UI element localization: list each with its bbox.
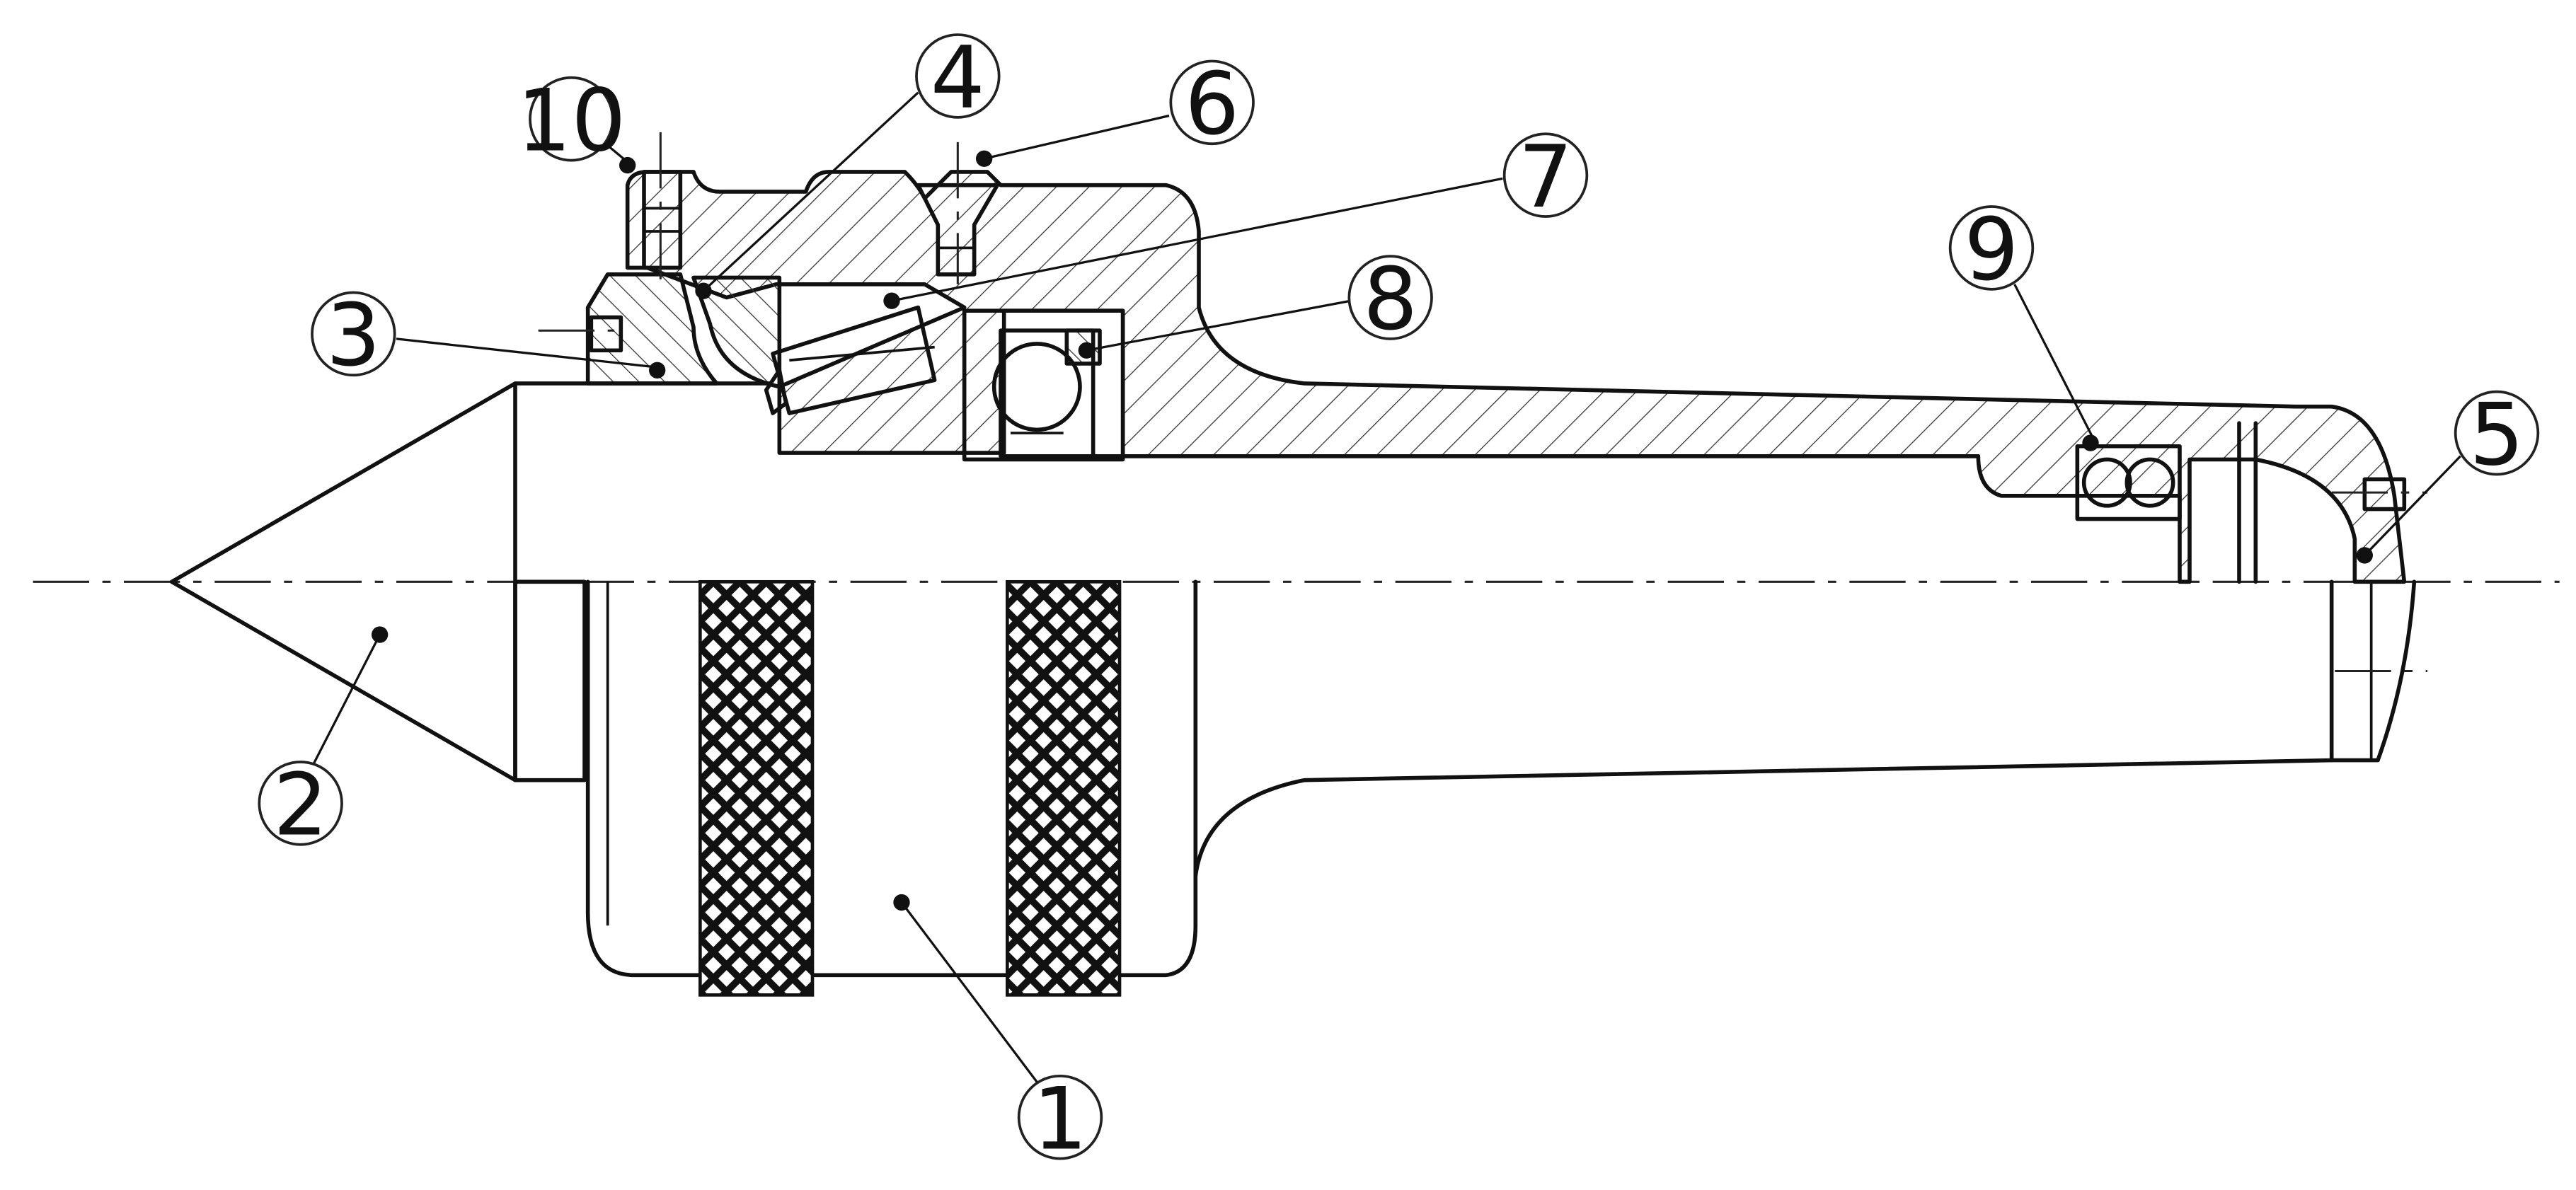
callout-6: 6 [1169, 54, 1255, 154]
callout-6-label: 6 [1185, 54, 1239, 154]
knurl-band-left [698, 579, 815, 997]
callout-2: 2 [258, 755, 343, 855]
bearing-ball [991, 342, 1082, 432]
callout-8: 8 [1347, 249, 1433, 350]
callout-5: 5 [2454, 384, 2540, 485]
set-screw-10 [642, 170, 683, 270]
callout-5-label: 5 [2469, 384, 2524, 485]
callout-1: 1 [1017, 1069, 1103, 1169]
callout-9-label: 9 [1964, 200, 2018, 300]
taper-shank [1193, 579, 2334, 878]
callout-10: 10 [517, 70, 626, 171]
thrust-bearing [2075, 444, 2182, 521]
callout-3: 3 [311, 285, 396, 386]
housing-section [625, 170, 2407, 584]
callout-leaders [312, 91, 2461, 1092]
callout-3-label: 3 [326, 285, 381, 386]
callout-4: 4 [915, 28, 1001, 128]
seal-ring [691, 275, 782, 389]
callout-4-label: 4 [931, 28, 985, 128]
sleeve-body [585, 579, 1198, 978]
callout-7: 7 [1502, 127, 1589, 227]
callout-1-label: 1 [1033, 1069, 1087, 1169]
knurl-band-right [1006, 579, 1122, 997]
front-cap-section [585, 272, 719, 386]
point-shank [513, 579, 587, 782]
callout-7-label: 7 [1518, 127, 1572, 227]
callout-10-label: 10 [517, 70, 626, 171]
shank-end-lower [2329, 579, 2417, 763]
ball-bearing-race [962, 308, 1125, 462]
callout-9: 9 [1948, 200, 2035, 300]
screw-6 [916, 183, 1000, 277]
callout-2-label: 2 [273, 755, 328, 855]
external-view [169, 381, 2427, 997]
callout-8-label: 8 [1363, 249, 1418, 350]
section-view [513, 132, 2427, 584]
